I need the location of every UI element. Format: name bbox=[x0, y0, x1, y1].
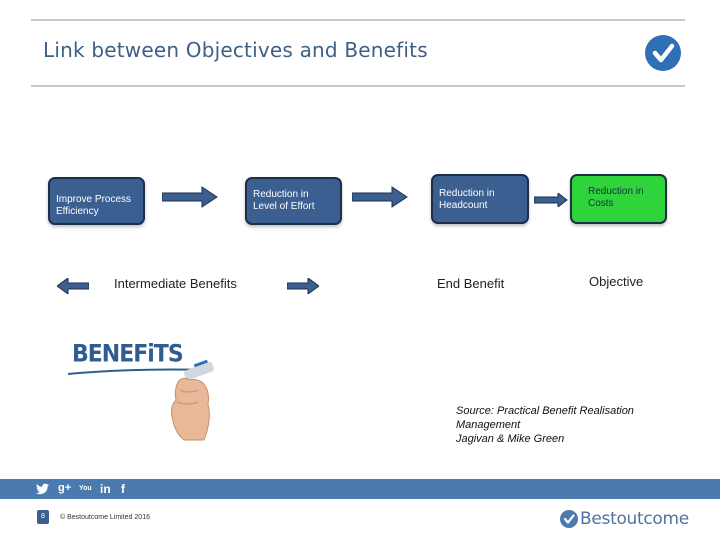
google-plus-icon[interactable]: g+ bbox=[58, 482, 72, 494]
benefits-handwritten-text: BENEFiTS bbox=[72, 340, 184, 369]
arrow-right-legend bbox=[287, 278, 319, 294]
footer-bar bbox=[0, 479, 720, 499]
source-line-1: Source: Practical Benefit Realisation bbox=[456, 405, 634, 417]
arrow-right-1 bbox=[162, 186, 218, 208]
copyright-text: © Bestoutcome Limited 2016 bbox=[60, 514, 150, 521]
legend-end-benefit: End Benefit bbox=[437, 276, 505, 291]
bestoutcome-logo-icon bbox=[560, 510, 578, 528]
page-number: 8 bbox=[37, 510, 49, 524]
brand-logo-text: Bestoutcome bbox=[580, 509, 689, 529]
legend-intermediate-benefits: Intermediate Benefits bbox=[114, 276, 237, 291]
title-divider bbox=[31, 85, 685, 87]
source-citation: Source: Practical Benefit Realisation Ma… bbox=[456, 404, 634, 446]
box-label: Reduction in Costs bbox=[588, 186, 644, 209]
hand-icon bbox=[171, 360, 214, 441]
benefits-illustration: BENEFiTS bbox=[64, 336, 234, 444]
box-label: Reduction in Headcount bbox=[439, 188, 495, 211]
top-divider bbox=[31, 19, 685, 21]
facebook-icon[interactable]: f bbox=[121, 482, 125, 496]
arrow-left-legend bbox=[57, 278, 89, 294]
box-reduction-costs: Reduction in Costs bbox=[570, 174, 667, 224]
check-circle-icon bbox=[645, 35, 681, 71]
legend-objective: Objective bbox=[589, 274, 644, 289]
box-reduction-headcount: Reduction in Headcount bbox=[431, 174, 529, 224]
box-reduction-level-of-effort: Reduction in Level of Effort bbox=[245, 177, 342, 225]
youtube-icon[interactable]: You bbox=[79, 485, 92, 492]
twitter-icon[interactable] bbox=[36, 483, 49, 495]
source-line-2: Management bbox=[456, 419, 521, 431]
box-improve-process-efficiency: Improve Process Efficiency bbox=[48, 177, 145, 225]
arrow-right-2 bbox=[352, 186, 408, 208]
slide-title: Link between Objectives and Benefits bbox=[43, 38, 428, 62]
box-label: Reduction in Level of Effort bbox=[253, 189, 315, 212]
linkedin-icon[interactable]: in bbox=[100, 482, 111, 496]
source-line-3: Jagivan & Mike Green bbox=[456, 433, 565, 445]
box-label: Improve Process Efficiency bbox=[56, 194, 132, 217]
arrow-right-3 bbox=[534, 193, 568, 207]
